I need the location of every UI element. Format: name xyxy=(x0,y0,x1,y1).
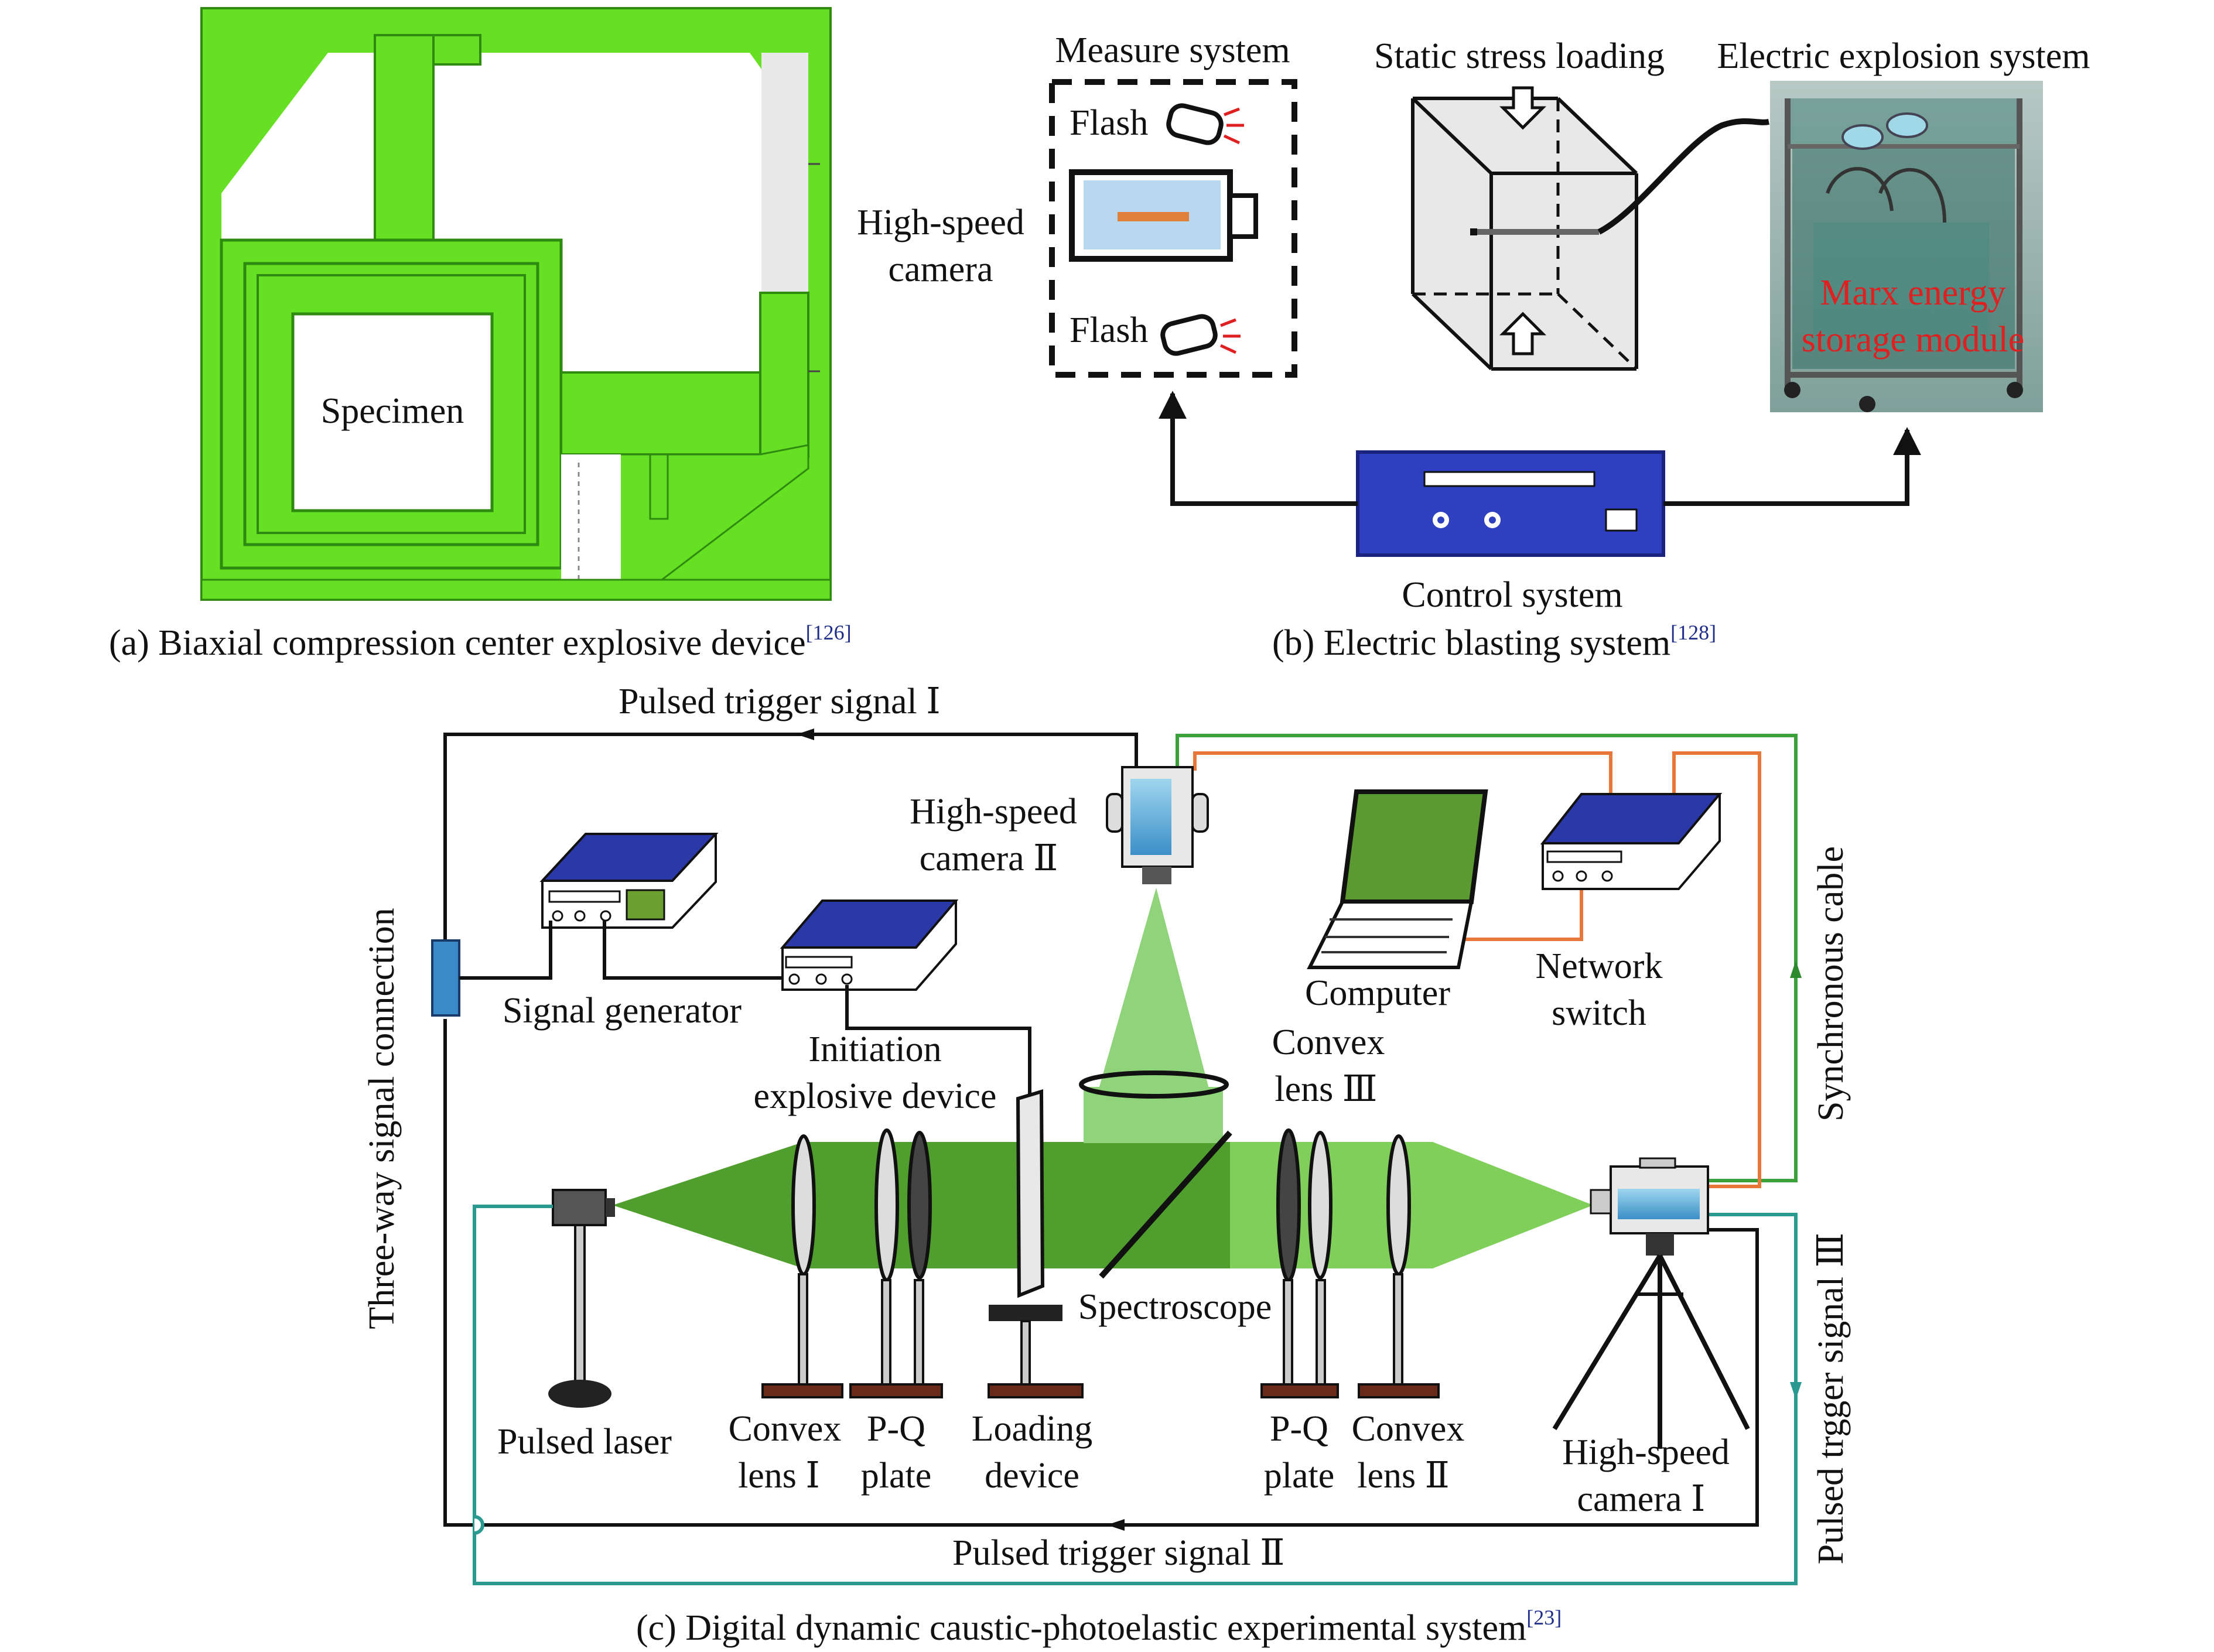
spectroscope-mirror xyxy=(1099,1130,1232,1279)
specimen xyxy=(291,312,494,512)
control-to-camera-line xyxy=(1159,391,1358,506)
piston-column xyxy=(374,34,435,247)
signal-generator-label: Signal generator xyxy=(503,991,742,1031)
hs-camera-2-line1: High-speed xyxy=(910,792,1077,832)
flash-top-label: Flash xyxy=(1070,103,1148,143)
pq1-label-line2: plate xyxy=(861,1456,932,1496)
panel-c-caustic-system: Pulsed trigger signal Ⅰ Pulsed trigger s… xyxy=(362,682,1851,1648)
hs-camera-2-line2: camera Ⅱ xyxy=(920,839,1058,878)
control-system-label: Control system xyxy=(1402,575,1622,615)
pulsed-laser-label: Pulsed laser xyxy=(497,1422,672,1462)
pulsed-trigger-1-label: Pulsed trigger signal Ⅰ xyxy=(619,682,941,721)
network-label-line2: switch xyxy=(1552,993,1646,1033)
orange-wire-camera-2 xyxy=(1193,751,1612,796)
computer-laptop xyxy=(1307,789,1488,969)
trigger-signal-1-wire xyxy=(443,733,1138,940)
high-speed-camera-icon xyxy=(1069,169,1258,262)
marx-module-image: Marx energy storage module xyxy=(1770,81,2043,412)
flash-bottom-icon xyxy=(1160,314,1241,356)
loading-label-line2: device xyxy=(985,1456,1079,1496)
panel-b-electric-blasting: Measure system Flash Flash High-speed ca… xyxy=(857,30,2090,663)
initiation-label-line2: explosive device xyxy=(754,1076,997,1116)
convex-lens-2-shape xyxy=(1386,1134,1411,1276)
spectroscope-label: Spectroscope xyxy=(1078,1287,1272,1327)
orange-wire-camera-1 xyxy=(1672,751,1761,1188)
panel-a-biaxial-device: Specimen (a) Biaxial compression center … xyxy=(109,7,852,663)
orange-wire-computer xyxy=(1458,890,1583,941)
three-way-label: Three-way signal connection xyxy=(362,908,402,1329)
initiation-device xyxy=(780,899,959,991)
synchronous-cable-label: Synchronous cable xyxy=(1811,846,1851,1121)
measure-system-label: Measure system xyxy=(1055,30,1290,70)
flash-bottom-label: Flash xyxy=(1070,310,1148,350)
measure-system-box xyxy=(1049,79,1297,378)
laser-beam-cone xyxy=(613,1142,804,1268)
specimen-plate xyxy=(1016,1089,1045,1298)
flash-top-icon xyxy=(1166,103,1244,145)
loading-device-shape xyxy=(988,1305,1084,1398)
static-loading-label: Static stress loading xyxy=(1374,36,1665,76)
loading-label-line1: Loading xyxy=(972,1409,1093,1449)
trigger-signal-2-wire xyxy=(443,1019,1759,1527)
convex3-label-line2: lens Ⅲ xyxy=(1275,1069,1377,1109)
hs-camera-1-line2: camera Ⅰ xyxy=(1577,1479,1706,1519)
initiation-label-line1: Initiation xyxy=(808,1029,941,1069)
electric-explosion-label: Electric explosion system xyxy=(1717,36,2090,76)
panel-b-caption: (b) Electric blasting system[128] xyxy=(1272,621,1716,663)
panel-a-caption: (a) Biaxial compression center explosive… xyxy=(109,621,852,663)
marx-label-line2: storage module xyxy=(1802,320,2025,360)
signal-generator xyxy=(539,833,719,929)
static-stress-box xyxy=(1411,86,1638,371)
camera-label-line2: camera xyxy=(889,249,993,289)
pq-plate-2-shape xyxy=(1276,1128,1301,1282)
high-speed-camera-1 xyxy=(1552,1157,1750,1449)
convex-lens-1-shape xyxy=(791,1134,816,1276)
marx-label-line1: Marx energy xyxy=(1820,273,2005,313)
pulsed-laser-device xyxy=(548,1189,615,1408)
synchronous-cable-wire xyxy=(1176,734,1798,1182)
control-to-marx-line xyxy=(1663,427,1921,506)
control-system-device xyxy=(1356,450,1665,557)
pq1-label-line1: P-Q xyxy=(867,1409,925,1449)
pq-plate-1-shape xyxy=(874,1128,899,1282)
panel-c-caption: (c) Digital dynamic caustic-photoelastic… xyxy=(636,1606,1562,1648)
pq2-label-line2: plate xyxy=(1264,1456,1335,1496)
beam-to-camera-2 xyxy=(1084,888,1223,1142)
horizontal-piston xyxy=(560,371,761,456)
specimen-label: Specimen xyxy=(321,391,464,431)
convex2-label-line1: Convex xyxy=(1352,1409,1465,1449)
beam-to-camera-1 xyxy=(1433,1142,1593,1268)
convex1-label-line2: lens Ⅰ xyxy=(738,1456,820,1496)
optical-stands xyxy=(761,1273,1440,1398)
camera-label-line1: High-speed xyxy=(857,203,1024,242)
pulsed-trigger-3-wire xyxy=(473,1205,1798,1585)
convex2-label-line2: lens Ⅱ xyxy=(1357,1456,1450,1496)
three-way-connector xyxy=(431,939,460,1017)
high-speed-camera-2 xyxy=(1106,766,1209,884)
network-label-line1: Network xyxy=(1536,946,1663,986)
blasting-cable xyxy=(1597,118,1769,235)
convex-lens-3 xyxy=(1079,1070,1229,1099)
pulsed-trigger-2-label: Pulsed trigger signal Ⅱ xyxy=(952,1533,1284,1573)
convex1-label-line1: Convex xyxy=(729,1409,842,1449)
network-switch xyxy=(1540,793,1723,890)
computer-label: Computer xyxy=(1305,973,1450,1013)
device-window-top xyxy=(221,53,375,240)
hs-camera-1-line1: High-speed xyxy=(1562,1432,1730,1472)
pq2-label-line1: P-Q xyxy=(1270,1409,1328,1449)
convex3-label-line1: Convex xyxy=(1272,1022,1385,1062)
pulsed-trigger-3-label: Pulsed trgger signal Ⅲ xyxy=(1811,1233,1851,1565)
